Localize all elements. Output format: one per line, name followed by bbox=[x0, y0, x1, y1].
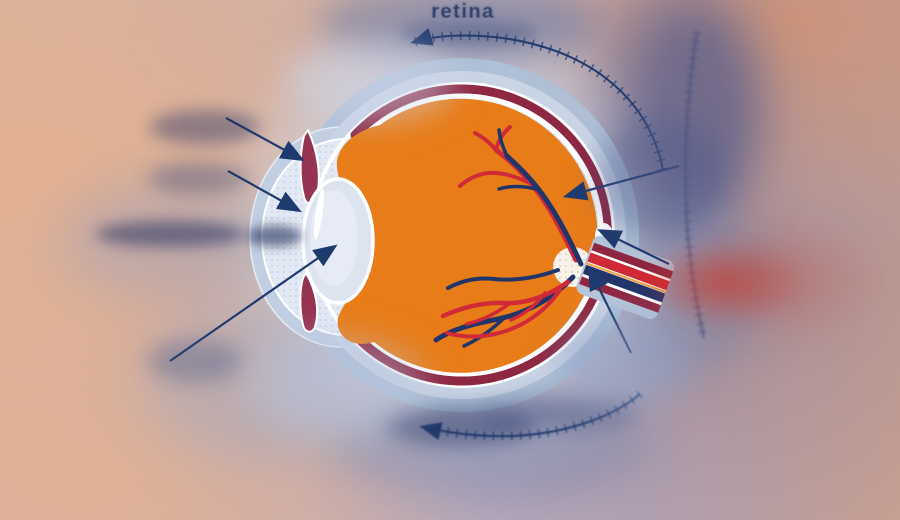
arrow-to-iris bbox=[225, 117, 305, 162]
retina-label: retina bbox=[431, 1, 495, 23]
eyeball bbox=[249, 58, 639, 412]
leader-curve-right bbox=[680, 31, 709, 340]
